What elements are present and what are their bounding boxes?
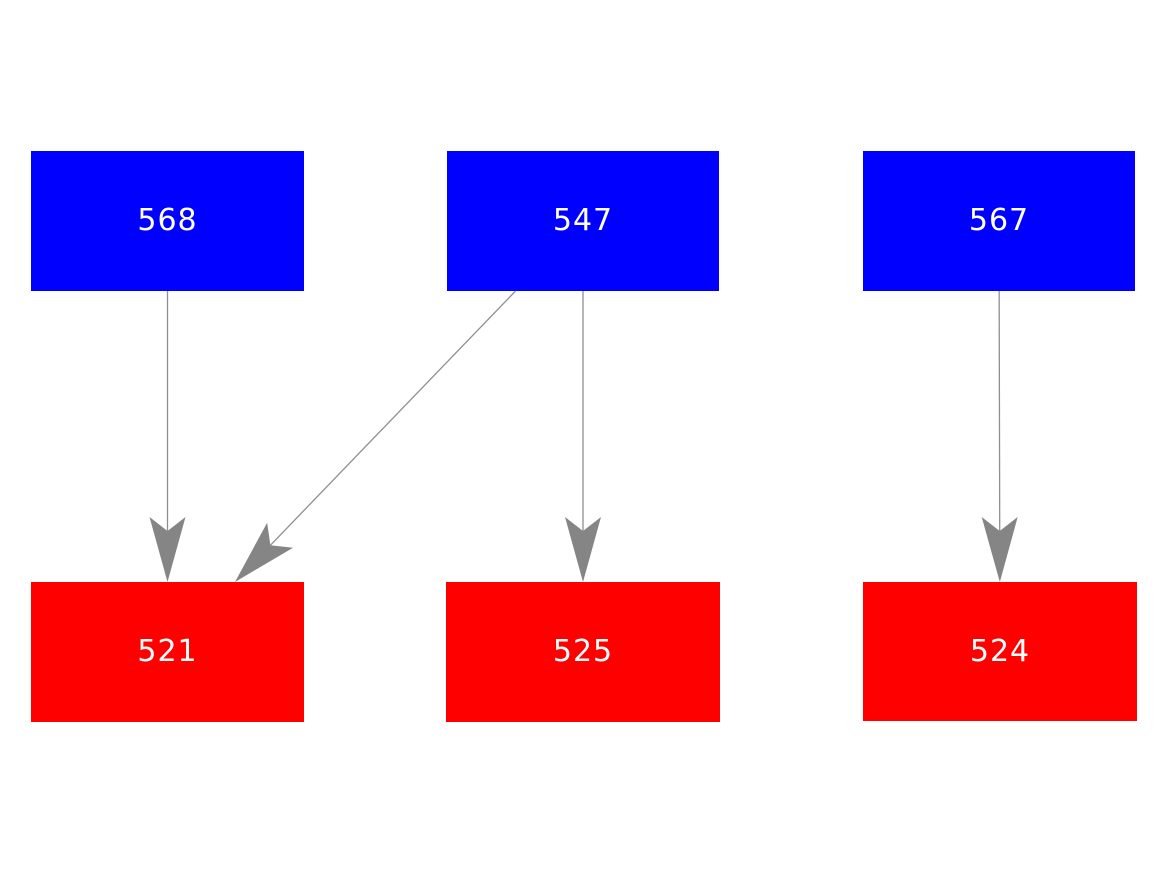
node-label: 568 <box>137 203 198 238</box>
node-label: 547 <box>552 203 614 238</box>
node-525: 525 <box>446 582 720 722</box>
node-568: 568 <box>31 151 304 291</box>
node-label: 567 <box>968 203 1030 238</box>
node-524: 524 <box>863 582 1137 721</box>
node-label: 521 <box>137 634 198 669</box>
node-521: 521 <box>31 582 304 722</box>
node-547: 547 <box>447 151 719 291</box>
node-label: 525 <box>552 634 614 669</box>
node-label: 524 <box>969 633 1031 669</box>
node-567: 567 <box>863 151 1135 291</box>
